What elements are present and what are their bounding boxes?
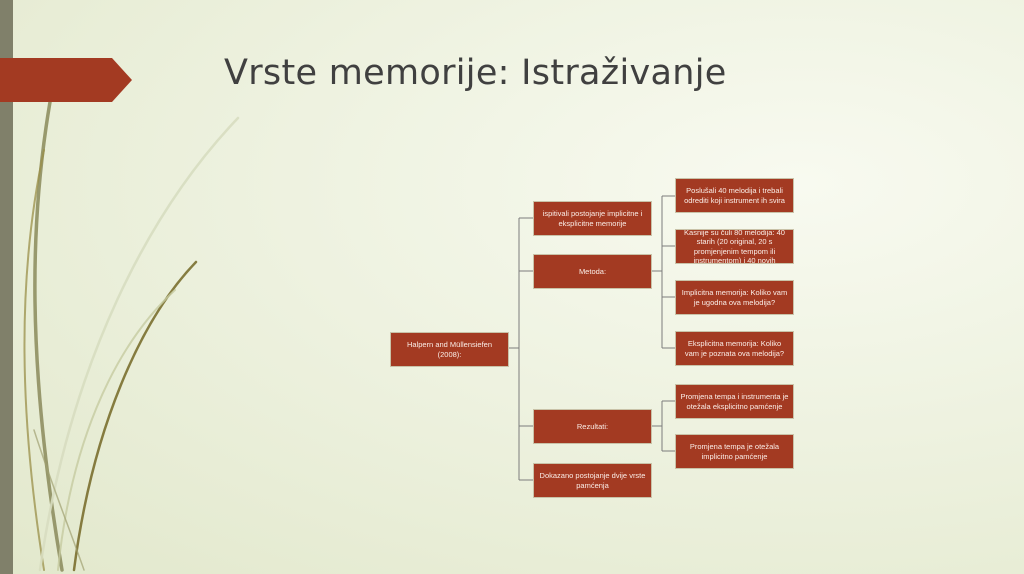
node-rezultati-1: Promjena tempa i instrumenta je otežala … bbox=[675, 384, 794, 419]
node-dokazano: Dokazano postojanje dvije vrste pamćenja bbox=[533, 463, 652, 498]
slide-title: Vrste memorije: Istraživanje bbox=[224, 53, 727, 93]
node-metoda-4: Eksplicitna memorija: Koliko vam je pozn… bbox=[675, 331, 794, 366]
node-ispitivali: ispitivali postojanje implicitne i ekspl… bbox=[533, 201, 652, 236]
node-rezultati: Rezultati: bbox=[533, 409, 652, 444]
node-metoda-1: Poslušali 40 melodija i trebali odrediti… bbox=[675, 178, 794, 213]
node-metoda: Metoda: bbox=[533, 254, 652, 289]
title-accent-tab bbox=[0, 58, 132, 102]
node-root: Halpern and Müllensiefen (2008): bbox=[390, 332, 509, 367]
node-rezultati-2: Promjena tempa je otežala implicitno pam… bbox=[675, 434, 794, 469]
node-metoda-3: Implicitna memorija: Koliko vam je ugodn… bbox=[675, 280, 794, 315]
node-metoda-2: Kasnije su čuli 80 melodija: 40 starih (… bbox=[675, 229, 794, 264]
